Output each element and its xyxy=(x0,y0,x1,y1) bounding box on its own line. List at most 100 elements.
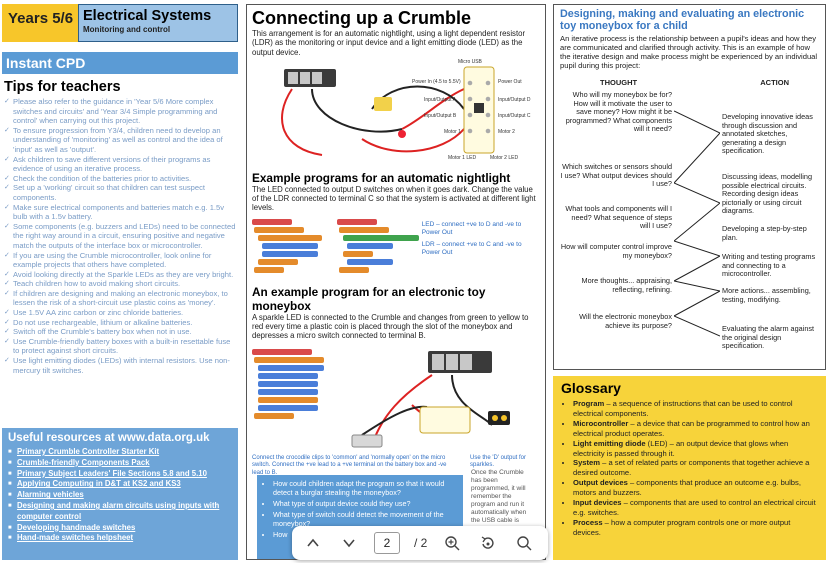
glossary-heading: Glossary xyxy=(561,380,621,396)
caption-sparkles: Use the 'D' output for sparkles. xyxy=(470,454,526,469)
thought-item: Who will my moneybox be for? How will it… xyxy=(565,90,672,134)
glossary-item: Light emitting diode (LED) – an output d… xyxy=(573,439,818,459)
resource-link[interactable]: Primary Crumble Controller Starter Kit xyxy=(8,447,232,458)
resources-heading: Useful resources at www.data.org.uk xyxy=(8,432,210,444)
board-label-io-b: Input/Output B xyxy=(424,112,457,119)
resource-link[interactable]: Hand-made switches helpsheet xyxy=(8,533,232,544)
tip-item: Switch off the Crumble's battery box whe… xyxy=(4,327,238,337)
crumble-intro: This arrangement is for an automatic nig… xyxy=(252,29,526,57)
glossary-term: Light emitting diode xyxy=(573,438,646,448)
resource-link[interactable]: Primary Subject Leaders' File Sections 5… xyxy=(8,469,232,480)
question-item: What type of output device could they us… xyxy=(273,499,457,508)
board-label-power-in: Power In (4.5 to 5.5V) xyxy=(412,78,461,85)
chevron-down-icon[interactable] xyxy=(338,532,360,554)
crumble-title: Connecting up a Crumble xyxy=(252,8,472,28)
nightlight-programs: LED – connect +ve to D and -ve to Power … xyxy=(252,217,540,279)
tip-item: Make sure electrical components and batt… xyxy=(4,203,238,222)
crumble-side-note: Once the Crumble has been programmed, it… xyxy=(471,469,527,524)
search-icon[interactable] xyxy=(513,532,535,554)
tip-item: Check the condition of the batteries pri… xyxy=(4,174,238,184)
moneybox-heading: An example program for an electronic toy… xyxy=(252,284,486,313)
instant-cpd-banner: Instant CPD xyxy=(2,52,238,74)
pdf-toolbar: 2 / 2 xyxy=(292,526,548,560)
program-screenshot-1 xyxy=(252,217,329,277)
glossary-list: Program – a sequence of instructions tha… xyxy=(561,399,818,538)
moneybox-captions: Connect the crocodile clips to 'common' … xyxy=(252,455,540,478)
glossary-def: (LED) – an output device that glows when… xyxy=(573,438,789,458)
board-label-usb: Micro USB xyxy=(458,58,482,65)
thought-action-grid: Who will my moneybox be for? How will it… xyxy=(560,90,819,351)
resource-link[interactable]: Crumble-friendly Components Pack xyxy=(8,458,232,469)
resource-link[interactable]: Applying Computing in D&T at KS2 and KS3 xyxy=(8,479,232,490)
thought-item: Which switches or sensors should I use? … xyxy=(560,162,672,189)
glossary-term: Input devices xyxy=(573,498,622,508)
resource-link[interactable]: Developing handmade switches xyxy=(8,523,232,534)
glossary-item: System – a set of related parts or compo… xyxy=(573,458,818,478)
nightlight-text: The LED connected to output D switches o… xyxy=(252,184,536,213)
action-item: Writing and testing programs and connect… xyxy=(722,252,816,279)
tip-item: Set up a 'working' circuit so that child… xyxy=(4,183,238,202)
resource-link[interactable]: Alarming vehicles xyxy=(8,490,232,501)
right-column: Designing, making and evaluating an elec… xyxy=(553,4,826,370)
moneybox-circuit-image xyxy=(252,348,510,448)
board-label-motor1-led: Motor 1 LED xyxy=(448,154,477,161)
page-number-input[interactable]: 2 xyxy=(374,532,400,554)
thought-item: What tools and components will I need? W… xyxy=(565,204,672,231)
board-label-io-d: Input/Output D xyxy=(498,96,531,103)
chevron-up-icon[interactable] xyxy=(302,532,324,554)
tips-section: Tips for teachers Please also refer to t… xyxy=(2,74,238,409)
glossary-term: System xyxy=(573,458,601,468)
rotate-icon[interactable] xyxy=(477,532,499,554)
zoom-in-icon[interactable] xyxy=(441,532,463,554)
action-item: More actions... assembling, testing, mod… xyxy=(722,286,811,304)
page-header: Years 5/6 Electrical Systems Monitoring … xyxy=(2,4,238,42)
resource-link[interactable]: Designing and making alarm circuits usin… xyxy=(8,501,232,523)
thought-item: Will the electronic moneybox achieve its… xyxy=(579,312,672,330)
question-item: What type of switch could detect the mov… xyxy=(273,510,457,528)
thought-action-headers: THOUGHT ACTION xyxy=(560,78,819,87)
action-item: Developing a step-by-step plan. xyxy=(722,224,807,242)
glossary-item: Output devices – components that produce… xyxy=(573,478,818,498)
glossary-term: Program xyxy=(573,399,605,408)
tip-item: Use Crumble-friendly battery boxes with … xyxy=(4,337,238,356)
board-label-motor2: Motor 2 xyxy=(498,128,515,135)
tip-item: Avoid looking directly at the Sparkle LE… xyxy=(4,270,238,280)
resources-box: Useful resources at www.data.org.uk Prim… xyxy=(2,428,238,560)
program-screenshot-2 xyxy=(336,217,419,277)
title-box: Electrical Systems Monitoring and contro… xyxy=(78,4,238,42)
board-label-io-c: Input/Output C xyxy=(498,112,531,119)
tip-item: Use light emitting diodes (LEDs) with in… xyxy=(4,356,238,375)
glossary-term: Microcontroller xyxy=(573,418,629,428)
glossary-def: – a set of related parts or components t… xyxy=(573,458,810,478)
glossary-item: Input devices – components that are used… xyxy=(573,498,818,518)
design-intro: An iterative process is the relationship… xyxy=(560,34,818,70)
glossary-def: – a sequence of instructions that can be… xyxy=(573,399,793,418)
tip-item: If you are using the Crumble microcontro… xyxy=(4,251,238,270)
page-subtitle: Monitoring and control xyxy=(83,25,171,34)
action-header: ACTION xyxy=(760,78,789,87)
tip-item: Some components (e.g. buzzers and LEDs) … xyxy=(4,222,238,251)
page-title: Electrical Systems xyxy=(83,8,212,24)
thought-item: More thoughts... appraising, reflecting,… xyxy=(581,276,672,294)
led-note: LED – connect +ve to D and -ve to Power … xyxy=(421,220,522,236)
questions-list: How could children adapt the program so … xyxy=(263,479,457,539)
middle-column: Connecting up a Crumble This arrangement… xyxy=(246,4,546,560)
ldr-note: LDR – connect +ve to C and -ve to Power … xyxy=(421,240,522,256)
year-group-badge: Years 5/6 xyxy=(2,4,78,42)
caption-crocodile-clips: Connect the crocodile clips to 'common' … xyxy=(252,454,447,476)
thought-item: How will computer control improve my mon… xyxy=(560,242,672,260)
thought-header: THOUGHT xyxy=(600,78,638,87)
glossary-item: Process – how a computer program control… xyxy=(573,518,818,538)
glossary-def: – a device that can be programmed to con… xyxy=(573,418,810,438)
nightlight-circuit-illustration: Micro USB Power In (4.5 to 5.5V) Power O… xyxy=(252,59,540,165)
tip-item: Teach children how to avoid making short… xyxy=(4,279,238,289)
tip-item: Ask children to save different versions … xyxy=(4,155,238,174)
design-title: Designing, making and evaluating an elec… xyxy=(560,8,805,32)
tip-item: To ensure progression from Y3/4, childre… xyxy=(4,126,238,155)
action-item: Discussing ideas, modelling possible ele… xyxy=(722,172,813,216)
page-total: / 2 xyxy=(414,536,428,550)
tip-item: If children are designing and making an … xyxy=(4,289,238,308)
board-label-motor1: Motor 1 xyxy=(444,128,461,135)
board-label-motor2-led: Motor 2 LED xyxy=(490,154,519,161)
glossary-def: – how a computer program controls one or… xyxy=(573,517,791,537)
